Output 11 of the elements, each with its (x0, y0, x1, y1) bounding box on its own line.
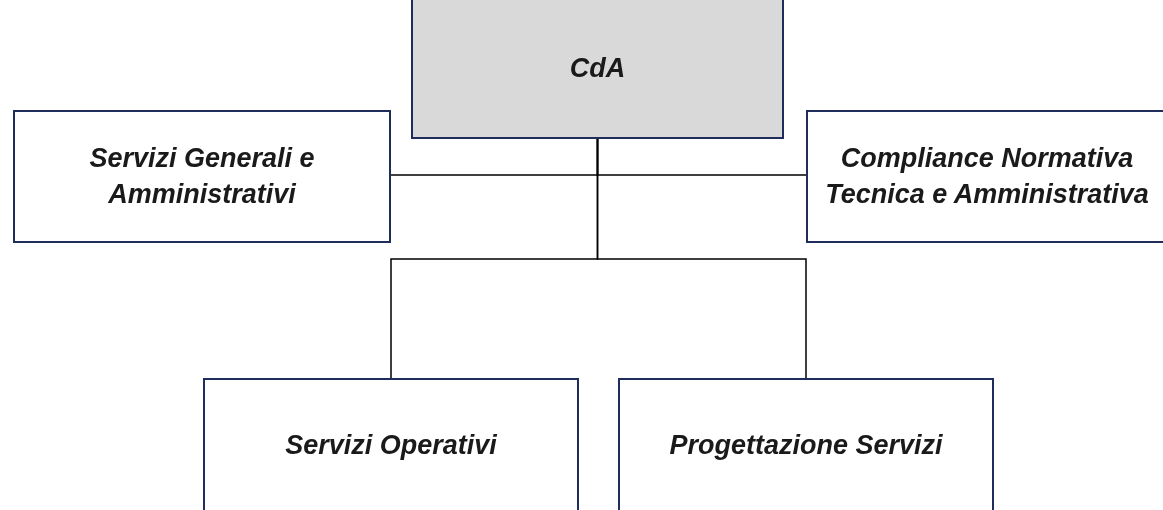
box-title: Servizi Operativi (285, 429, 497, 463)
connector-line (596, 138, 807, 379)
org-box (806, 110, 1163, 243)
box-title: Servizi Generali e Amministrativi (88, 142, 316, 211)
box-title: Compliance Normativa Tecnica e Amministrativa (824, 142, 1150, 211)
org-box (203, 378, 579, 510)
box-title: Progettazione Servizi (669, 429, 943, 463)
org-box (411, 0, 784, 139)
box-title: CdA (569, 51, 626, 85)
org-box (13, 110, 391, 243)
org-box (618, 378, 994, 510)
